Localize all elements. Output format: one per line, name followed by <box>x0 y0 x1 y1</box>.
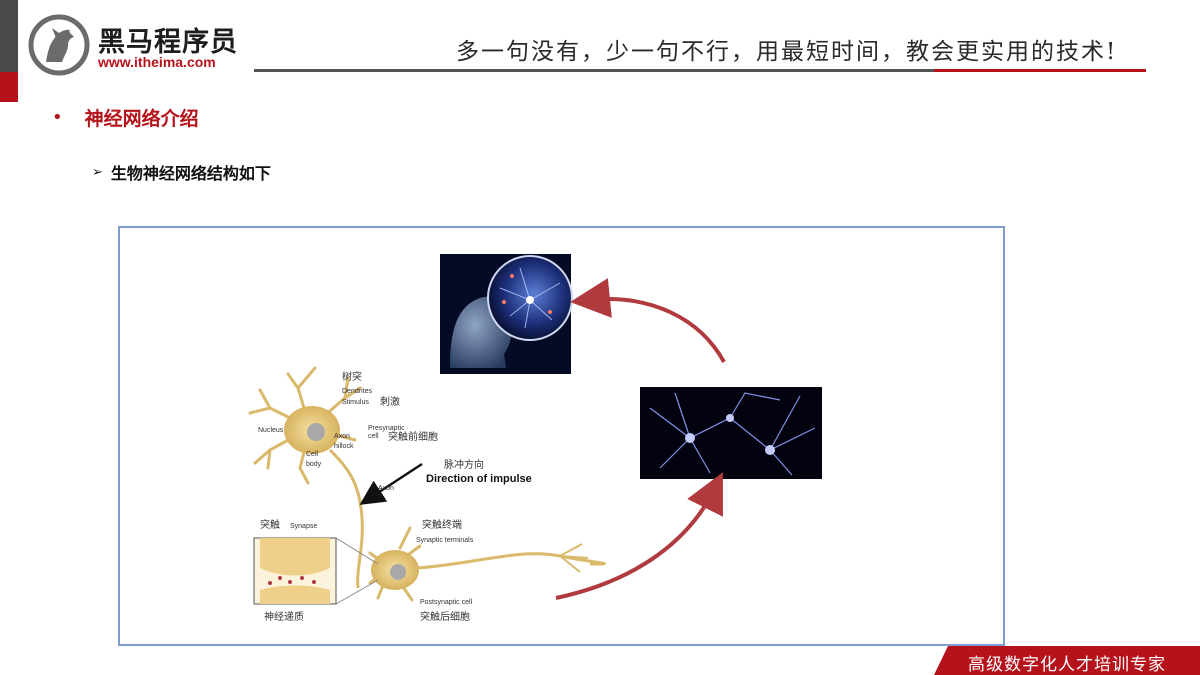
header-left-bar <box>0 0 18 72</box>
postsynaptic-en-label: Postsynaptic cell <box>420 599 473 606</box>
axon-hillock-label-2: hillock <box>334 443 354 450</box>
section-heading: • 神经网络介绍 <box>52 104 199 131</box>
sub-heading: ➢ 生物神经网络结构如下 <box>92 160 271 184</box>
terminals-en-label: Synaptic terminals <box>416 537 474 544</box>
presynaptic-label-2: cell <box>368 433 379 440</box>
upper-cycle-arrow <box>570 278 726 363</box>
section-title: 神经网络介绍 <box>84 108 199 130</box>
nucleus-label: Nucleus <box>258 427 284 434</box>
presynaptic-cn-label: 突触前细胞 <box>388 430 438 443</box>
footer-slogan: 高级数字化人才培训专家 <box>968 655 1166 675</box>
dendrites-cn-label: 树突 <box>342 370 362 383</box>
brain-neuron-image <box>440 254 573 374</box>
stimulus-en-label: Stimulus <box>342 399 369 406</box>
cell-body-label-1: Cell <box>306 451 319 458</box>
impulse-cn-label: 脉冲方向 <box>444 458 484 471</box>
stimulus-cn-label: 刺激 <box>380 395 400 408</box>
synapse-inset <box>253 537 379 605</box>
postsynaptic-neuron <box>368 526 606 602</box>
postsynaptic-cn-label: 突触后细胞 <box>420 610 470 623</box>
axon-hillock-label-1: Axon <box>334 433 350 440</box>
header-divider <box>254 69 934 72</box>
horse-logo-icon <box>28 14 90 76</box>
neural-network-figure: 树突 Dendrites Stimulus 刺激 Nucleus Axon hi… <box>118 226 1005 646</box>
logo: 黑马程序员 www.itheima.com <box>28 14 258 76</box>
neuron-diagram: 树突 Dendrites Stimulus 刺激 Nucleus Axon hi… <box>248 254 822 623</box>
sub-title: 生物神经网络结构如下 <box>110 164 271 183</box>
synapse-en-label: Synapse <box>290 523 317 530</box>
neurotransmitter-cn-label: 神经递质 <box>264 610 304 623</box>
brand-url: www.itheima.com <box>98 54 216 70</box>
presynaptic-neuron <box>248 366 364 589</box>
impulse-arrow <box>359 462 423 505</box>
header-divider-accent <box>934 69 1146 72</box>
terminals-cn-label: 突触终端 <box>422 518 462 531</box>
lower-cycle-arrow <box>555 472 723 600</box>
brand-name: 黑马程序员 <box>98 27 238 58</box>
synapse-cn-label: 突触 <box>260 518 280 531</box>
header-left-accent <box>0 72 18 102</box>
arrow-bullet-icon: ➢ <box>92 164 103 180</box>
dendrites-en-label: Dendrites <box>342 388 372 395</box>
presynaptic-label-1: Presynaptic <box>368 425 405 432</box>
cell-body-label-2: body <box>306 461 322 468</box>
impulse-en-label: Direction of impulse <box>426 473 532 485</box>
footer-banner <box>934 646 1200 675</box>
neural-web-image <box>640 387 822 479</box>
axon-label: Axon <box>378 485 394 492</box>
bullet-icon: • <box>52 107 63 128</box>
slogan: 多一句没有，少一句不行，用最短时间，教会更实用的技术! <box>456 39 1118 65</box>
